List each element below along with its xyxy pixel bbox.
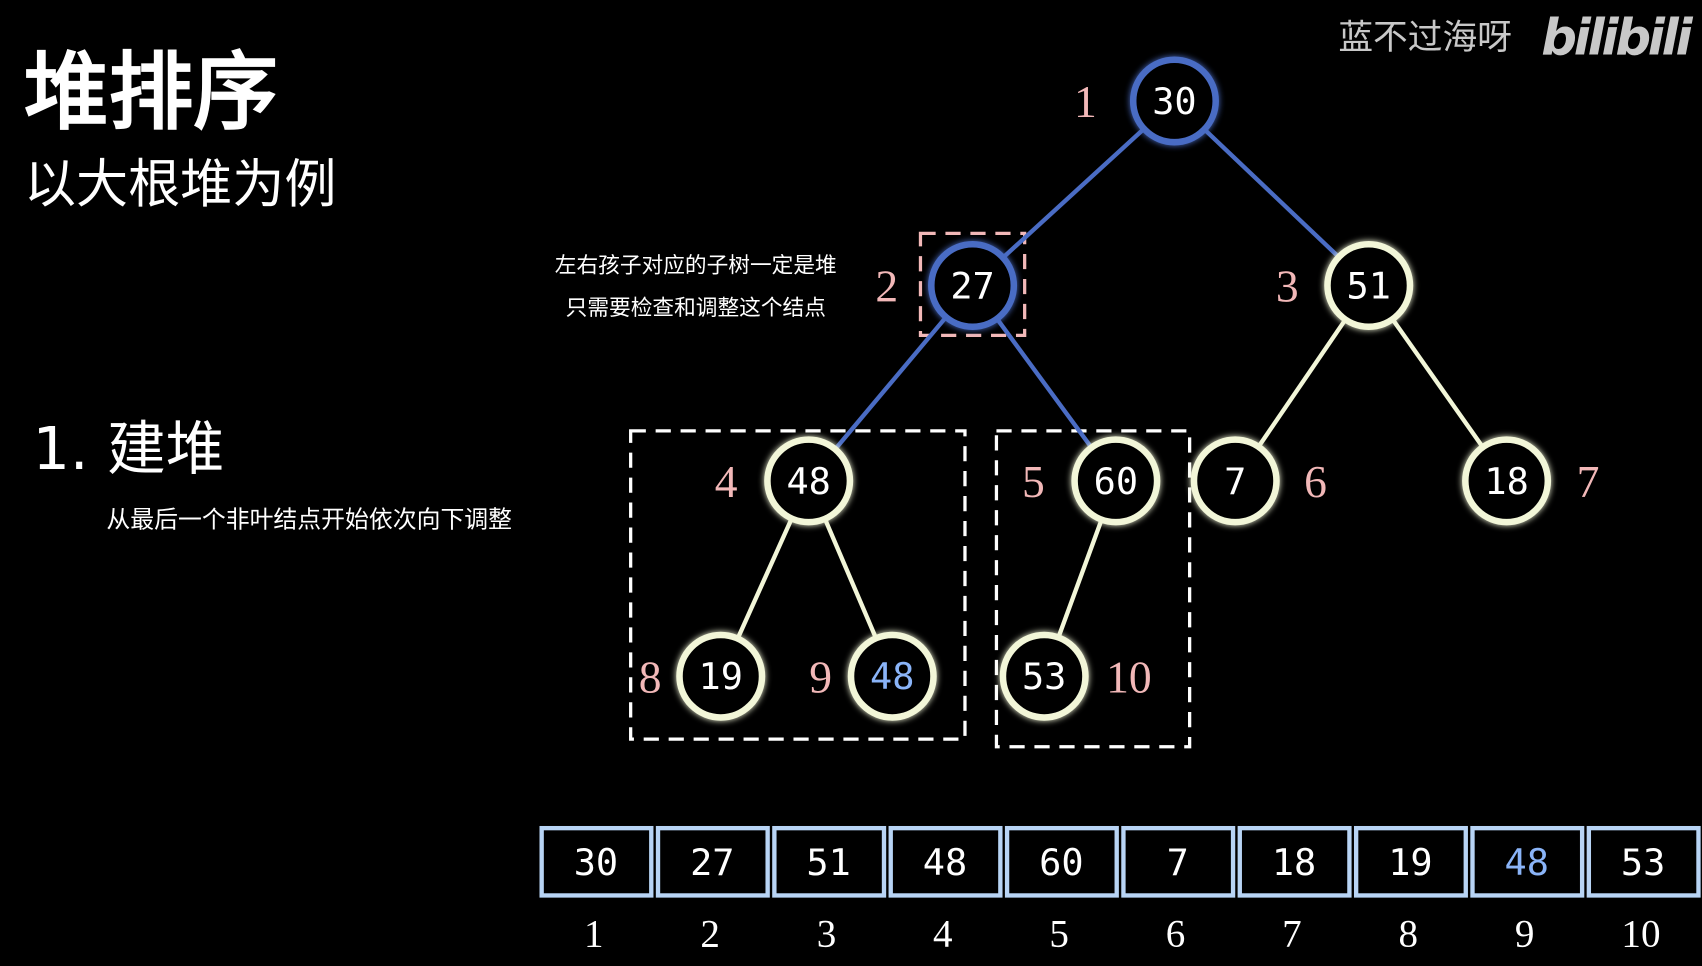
array-cell-5: 60 5 xyxy=(1004,825,1119,955)
array-index: 4 xyxy=(933,912,953,955)
node-value: 7 xyxy=(1224,460,1246,503)
node-circle xyxy=(1071,436,1161,526)
tree-node-4: 48 4 xyxy=(715,436,854,526)
subtitle: 以大根堆为例 xyxy=(24,155,336,215)
tree-edge-1-2 xyxy=(971,99,1176,288)
tree-node-7: 18 7 xyxy=(1462,436,1600,526)
page-title: 堆排序 xyxy=(24,43,278,142)
array-index: 10 xyxy=(1621,912,1660,955)
node-value: 27 xyxy=(950,264,994,307)
node-index-label: 1 xyxy=(1074,76,1097,127)
tree-edges xyxy=(718,99,1509,678)
array-cell-box xyxy=(539,825,654,898)
tree-node-2: 27 2 xyxy=(875,240,1018,330)
node-index-label: 5 xyxy=(1022,456,1045,507)
node-index-label: 8 xyxy=(639,651,662,702)
array-cell-box xyxy=(1237,825,1352,898)
array-cell-2: 27 2 xyxy=(655,825,770,955)
array-value: 19 xyxy=(1388,841,1432,884)
subtree-box-5 xyxy=(994,429,1192,749)
array-cell-3: 51 3 xyxy=(772,825,887,955)
node-circle xyxy=(1462,436,1552,526)
array-value: 7 xyxy=(1167,841,1189,884)
node-index-label: 2 xyxy=(875,261,898,312)
node-value: 30 xyxy=(1152,80,1196,123)
array-value: 48 xyxy=(923,841,967,884)
array-index: 6 xyxy=(1166,912,1186,955)
array-cell-box xyxy=(655,825,770,898)
array-value: 48 xyxy=(1505,841,1549,884)
array-cell-box xyxy=(1353,825,1468,898)
node-value: 19 xyxy=(699,655,743,698)
watermark-author: 蓝不过海呀 xyxy=(1338,18,1512,58)
array-value: 27 xyxy=(690,841,734,884)
array-index: 3 xyxy=(817,912,837,955)
array-cell-box xyxy=(1586,825,1701,898)
node-index-label: 4 xyxy=(715,456,738,507)
array-index: 2 xyxy=(700,912,720,955)
array-cell-box xyxy=(1470,825,1585,898)
bilibili-logo: bilibili xyxy=(1541,8,1693,66)
array-value: 51 xyxy=(806,841,850,884)
tree-node-3: 51 3 xyxy=(1276,240,1414,330)
array-cell-8: 19 8 xyxy=(1353,825,1468,955)
node-circle xyxy=(1190,436,1280,526)
array-index: 5 xyxy=(1049,912,1069,955)
node-value: 51 xyxy=(1347,264,1391,307)
array-cell-box xyxy=(888,825,1003,898)
tree-node-5: 60 5 xyxy=(1022,436,1161,526)
node-value: 53 xyxy=(1022,655,1066,698)
array-value: 18 xyxy=(1272,841,1316,884)
node-circle xyxy=(676,631,766,721)
tree-node-8: 19 8 xyxy=(639,631,766,721)
node-circle xyxy=(928,240,1018,330)
node-value: 18 xyxy=(1484,460,1528,503)
array-value: 60 xyxy=(1039,841,1083,884)
node-circle xyxy=(847,631,937,721)
node-index-label: 9 xyxy=(809,651,832,702)
array-value: 53 xyxy=(1621,841,1665,884)
tree-node-1: 30 1 xyxy=(1074,56,1219,146)
node-index-label: 6 xyxy=(1304,456,1327,507)
tree-node-9: 48 9 xyxy=(809,631,937,721)
node-circle xyxy=(1324,240,1414,330)
array-cell-10: 53 10 xyxy=(1586,825,1701,955)
node-value: 60 xyxy=(1094,460,1138,503)
tree-edge-1-3 xyxy=(1172,99,1371,288)
array-index: 7 xyxy=(1282,912,1302,955)
array-cell-7: 18 7 xyxy=(1237,825,1352,955)
annotation-line-2: 只需要检查和调整这个结点 xyxy=(566,296,826,321)
node-circle xyxy=(999,631,1089,721)
array-index: 8 xyxy=(1398,912,1418,955)
node-index-label: 7 xyxy=(1577,456,1600,507)
array-index: 1 xyxy=(584,912,604,955)
annotation-line-1: 左右孩子对应的子树一定是堆 xyxy=(555,253,837,278)
node-circle xyxy=(1129,56,1219,146)
node-index-label: 10 xyxy=(1106,651,1152,702)
array-index: 9 xyxy=(1515,912,1535,955)
step-note: 从最后一个非叶结点开始依次向下调整 xyxy=(106,506,512,534)
array-cell-box xyxy=(1004,825,1119,898)
step-heading: 1. 建堆 xyxy=(33,415,225,483)
tree-node-10: 53 10 xyxy=(999,631,1152,721)
array-value: 30 xyxy=(574,841,618,884)
node-value: 48 xyxy=(786,460,830,503)
node-index-label: 3 xyxy=(1276,261,1299,312)
node-circle xyxy=(764,436,854,526)
array-cell-9: 48 9 xyxy=(1470,825,1585,955)
array-cell-1: 30 1 xyxy=(539,825,654,955)
current-node-box xyxy=(918,231,1027,338)
array-cell-6: 76 xyxy=(1121,825,1236,955)
array-cell-box xyxy=(772,825,887,898)
subtree-box-4 xyxy=(629,429,967,741)
array-cell-4: 48 4 xyxy=(888,825,1003,955)
array-cell-box xyxy=(1121,825,1236,898)
node-value: 48 xyxy=(870,655,914,698)
